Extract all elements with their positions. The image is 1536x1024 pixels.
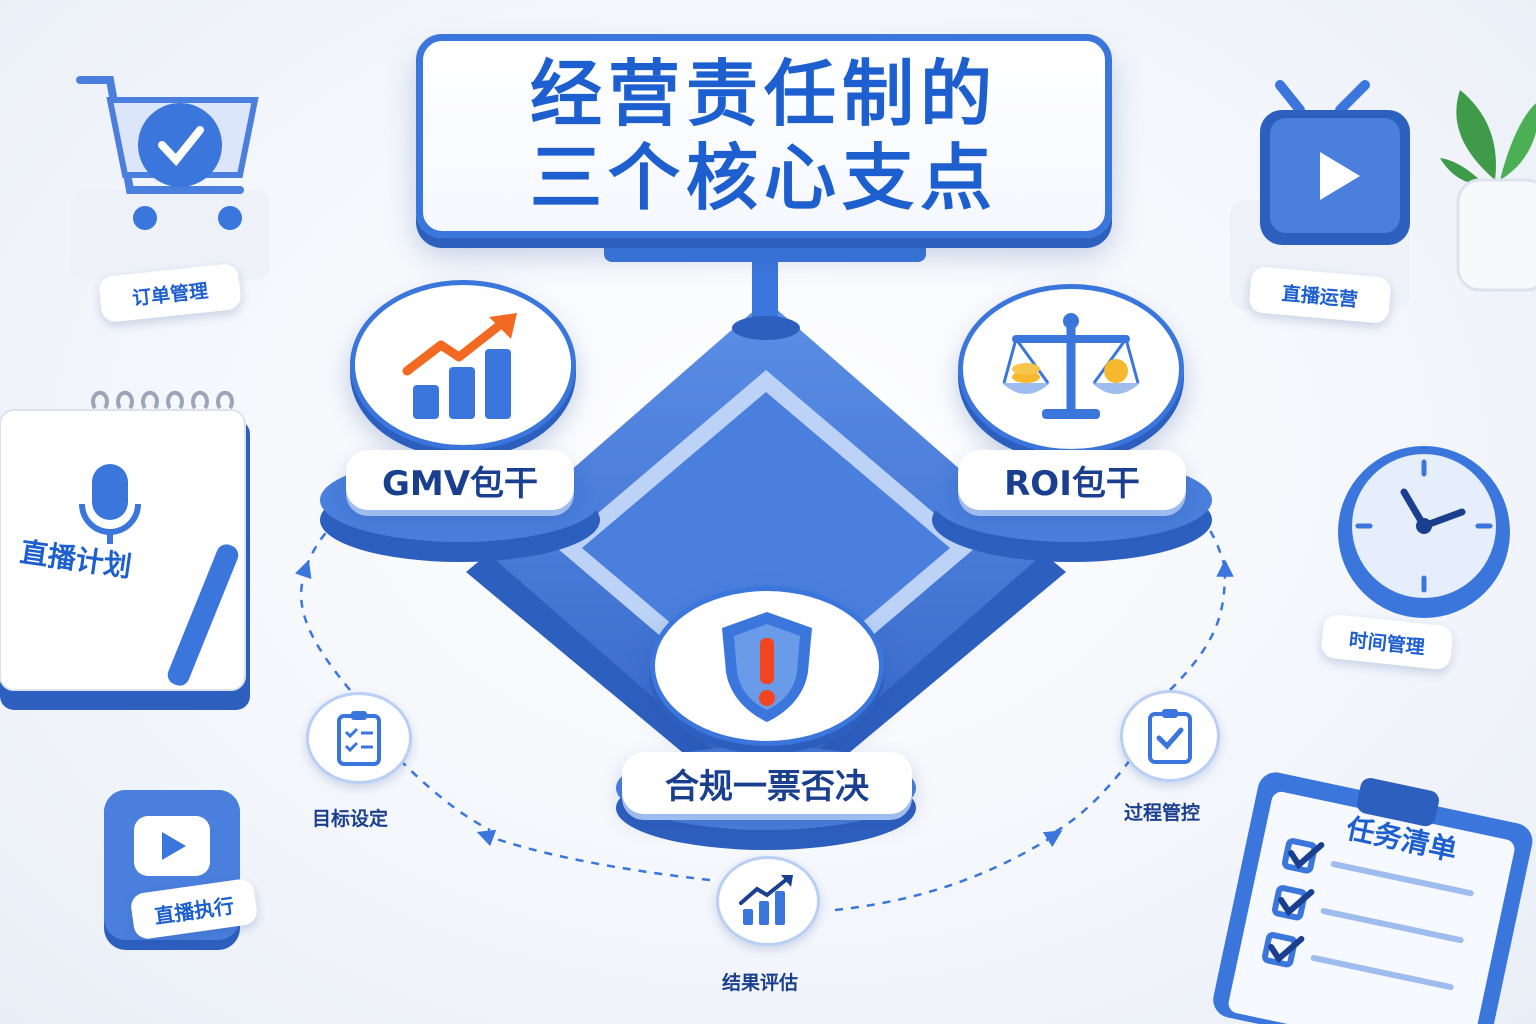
title-line-2: 三个核心支点: [529, 136, 998, 220]
cycle-goal-badge: [306, 692, 412, 784]
pillar-compliance-label: 合规一票否决: [622, 752, 912, 814]
pillar-roi-badge: [958, 284, 1184, 454]
growth-chart-icon: [739, 875, 793, 925]
clipboard-icon: [1213, 772, 1533, 1024]
potted-plant-icon: [1440, 90, 1536, 292]
shopping-cart-icon: [70, 76, 270, 280]
cycle-result-badge: [716, 856, 820, 946]
arc-left: [294, 559, 351, 691]
arc-bottom-right: [834, 830, 1063, 912]
pillar-roi-label: ROI包干: [958, 450, 1186, 510]
arc-lower-right: [1054, 759, 1131, 834]
shield-alert-icon: [722, 612, 812, 722]
pillar-gmv-label: GMV包干: [346, 450, 574, 510]
title-line-1: 经营责任制的: [529, 52, 998, 136]
title-board: 经营责任制的 三个核心支点: [416, 34, 1112, 238]
clipboard-check-icon: [1148, 709, 1192, 764]
cycle-process-label: 过程管控: [1124, 802, 1201, 824]
notebook-icon: [0, 390, 250, 710]
clipboard-list-icon: [337, 711, 381, 766]
pillar-compliance-badge: [650, 586, 884, 746]
cycle-process-badge: [1120, 690, 1220, 782]
cycle-result-label: 结果评估: [722, 972, 799, 994]
balance-scale-icon: [1002, 313, 1140, 419]
bar-chart-growth-icon: [402, 313, 517, 419]
cycle-goal-label: 目标设定: [312, 808, 389, 830]
clock-icon: [1338, 446, 1510, 618]
title-stand: [604, 238, 926, 340]
arc-bottom-left: [476, 829, 711, 882]
arc-lower-left: [399, 759, 491, 832]
arc-right-up: [1169, 559, 1234, 691]
pillar-gmv-badge: [350, 280, 576, 450]
